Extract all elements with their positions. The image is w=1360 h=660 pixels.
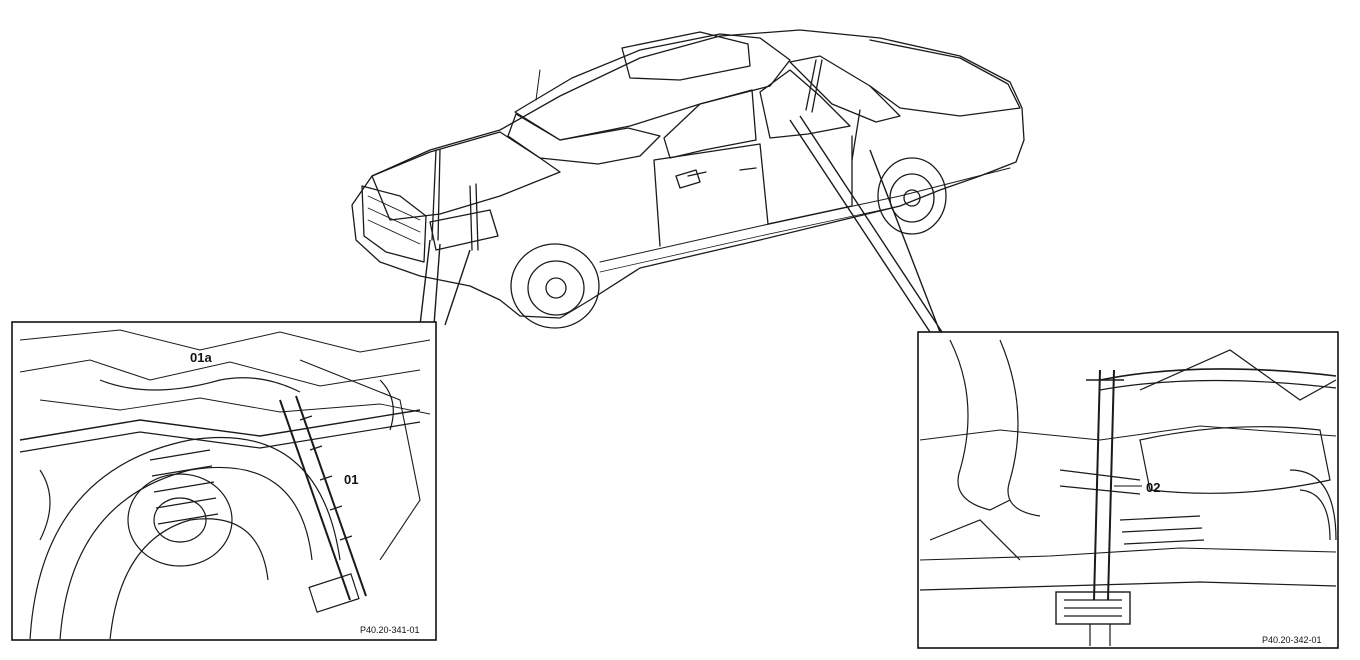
detail-right-wheel: [1289, 469, 1337, 541]
callout-01: 01: [344, 472, 358, 487]
front-lift-post: [431, 149, 479, 251]
side-mirror: [675, 169, 701, 189]
trunk: [869, 39, 1021, 117]
rear-lift-post: [805, 59, 861, 161]
leader-right: [789, 115, 943, 333]
detail-panel-left: 01a 01 P40.20-341-01: [11, 321, 437, 641]
lift-pad: [1055, 591, 1131, 625]
side-molding: [599, 167, 1011, 263]
front-door: [653, 143, 769, 247]
car-roof: [514, 33, 791, 141]
car-body-outline: [351, 29, 1025, 319]
leader-left: [419, 239, 471, 326]
leader-lines: [419, 115, 943, 333]
figure-code-left: P40.20-341-01: [360, 625, 420, 635]
front-wheel: [510, 243, 600, 329]
detail-panel-right: 02 P40.20-342-01: [917, 331, 1339, 649]
side-window-front: [663, 89, 757, 159]
car-illustration: [351, 29, 1025, 329]
headlight: [429, 209, 499, 251]
grille: [361, 185, 427, 263]
detail-right-lift-arm: [1093, 369, 1115, 601]
callout-02: 02: [1146, 480, 1160, 495]
windshield: [507, 113, 661, 165]
detail-panel-left-frame: [11, 321, 437, 641]
callout-01a: 01a: [190, 350, 212, 365]
rear-window: [789, 55, 901, 123]
hood: [371, 131, 561, 221]
rear-wheel: [877, 157, 947, 235]
side-window-rear: [759, 69, 851, 139]
figure-code-right: P40.20-342-01: [1262, 635, 1322, 645]
detail-left-lift-arm: [279, 395, 367, 601]
door-handle-rear: [739, 167, 757, 171]
sunroof: [621, 31, 751, 81]
detail-left-wheel: [29, 436, 341, 639]
